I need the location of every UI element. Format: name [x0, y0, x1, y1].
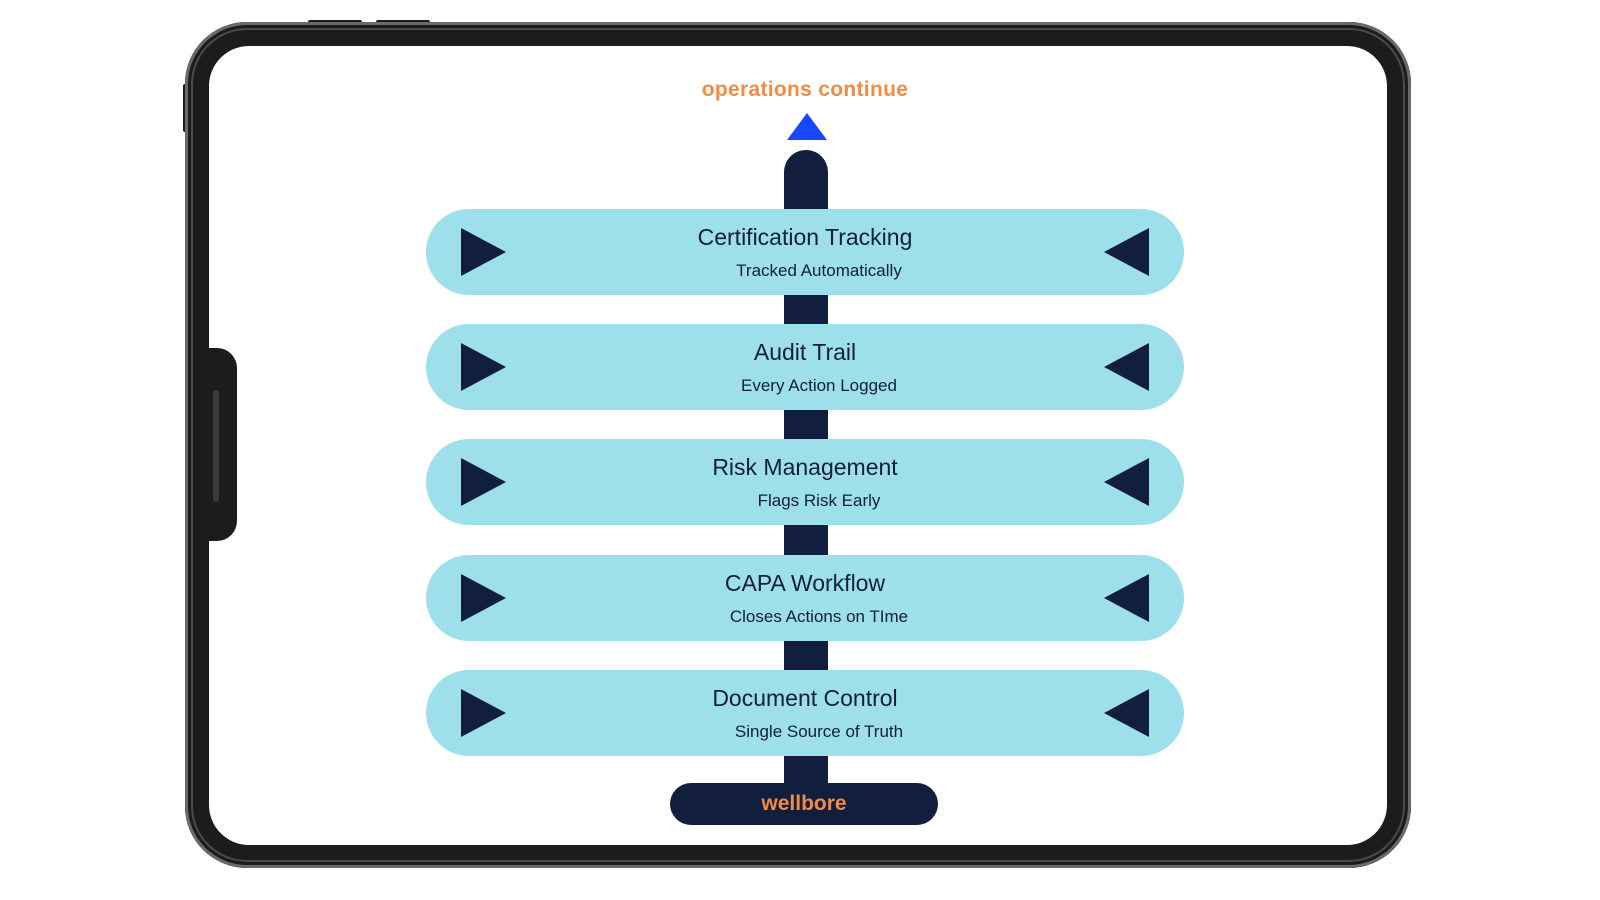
up-arrow-icon	[787, 113, 827, 140]
stage-band-audit-trail: Audit Trail Every Action Logged	[426, 324, 1184, 410]
stage-subtitle: Single Source of Truth	[734, 722, 904, 741]
wellbore-label: wellbore	[761, 792, 847, 815]
tablet-side-bump	[205, 348, 237, 541]
triangle-right-icon	[461, 574, 506, 622]
stage-subtitle: Tracked Automatically	[736, 261, 902, 280]
stage-title: Document Control	[712, 685, 898, 711]
stage-title: CAPA Workflow	[724, 570, 886, 596]
triangle-left-icon	[1104, 228, 1149, 276]
stage-band-certification-tracking: Certification Tracking Tracked Automatic…	[426, 209, 1184, 295]
stage-band-risk-management: Risk Management Flags Risk Early	[426, 439, 1184, 525]
triangle-right-icon	[461, 458, 506, 506]
triangle-right-icon	[461, 228, 506, 276]
stage-subtitle: Every Action Logged	[741, 376, 897, 395]
wellbore-base: wellbore	[670, 783, 938, 825]
triangle-left-icon	[1104, 343, 1149, 391]
tablet-side-slot	[213, 390, 219, 502]
stage-subtitle: Closes Actions on TIme	[729, 607, 909, 626]
stage-title: Risk Management	[712, 454, 898, 480]
triangle-left-icon	[1104, 689, 1149, 737]
stage-subtitle: Flags Risk Early	[757, 491, 881, 510]
stage-band-document-control: Document Control Single Source of Truth	[426, 670, 1184, 756]
triangle-left-icon	[1104, 458, 1149, 506]
stage-title: Certification Tracking	[697, 224, 913, 250]
triangle-right-icon	[461, 689, 506, 737]
stage-title: Audit Trail	[753, 339, 857, 365]
stage-band-capa-workflow: CAPA Workflow Closes Actions on TIme	[426, 555, 1184, 641]
triangle-right-icon	[461, 343, 506, 391]
triangle-left-icon	[1104, 574, 1149, 622]
top-label: operations continue	[701, 78, 909, 101]
